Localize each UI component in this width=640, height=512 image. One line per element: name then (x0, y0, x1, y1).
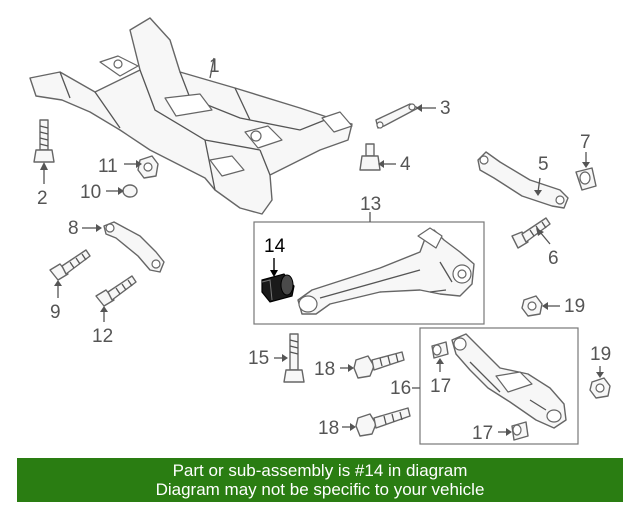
bolt-2 (33, 119, 55, 184)
assembly-box-13 (253, 221, 485, 325)
callout-12: 12 (92, 326, 113, 347)
bolt-18-lower (342, 407, 411, 437)
bushing-14 (261, 258, 295, 303)
bushing-17-upper (431, 341, 449, 372)
callout-15: 15 (248, 348, 269, 369)
callout-19-upper: 19 (564, 296, 585, 317)
callout-16: 16 (390, 378, 411, 399)
banner-line-2: Diagram may not be specific to your vehi… (155, 480, 485, 499)
callout-8: 8 (68, 218, 79, 239)
bolt-15 (274, 333, 305, 383)
callout-4: 4 (400, 154, 411, 175)
callout-6: 6 (548, 248, 559, 269)
bolt-4 (359, 143, 396, 171)
callout-18-upper: 18 (314, 359, 335, 380)
assembly-box-16 (419, 327, 579, 445)
nut-19-upper (521, 295, 560, 317)
callout-9: 9 (50, 302, 61, 323)
bushing-17-lower (498, 421, 529, 441)
callout-3: 3 (440, 98, 451, 119)
callout-17-lower: 17 (472, 423, 493, 444)
trailing-arm-13 (297, 227, 475, 315)
bracket-3 (375, 103, 436, 129)
callout-1: 1 (209, 56, 220, 77)
nut-11 (124, 155, 159, 179)
banner-line-1: Part or sub-assembly is #14 in diagram (172, 461, 468, 480)
bolt-9 (49, 249, 91, 298)
info-banner: Part or sub-assembly is #14 in diagram D… (17, 458, 623, 502)
lower-arm-16 (451, 333, 567, 429)
nut-19-lower (589, 366, 611, 399)
bolt-12 (95, 275, 137, 322)
lower-link-8 (82, 221, 165, 273)
callout-17-upper: 17 (430, 376, 451, 397)
callout-13: 13 (360, 194, 381, 215)
bushing-7 (575, 152, 597, 191)
callout-10: 10 (80, 182, 101, 203)
callout-18-lower: 18 (318, 418, 339, 439)
bolt-18-upper (340, 351, 405, 379)
callout-19-lower: 19 (590, 344, 611, 365)
washer-10 (106, 184, 138, 198)
callout-11: 11 (98, 156, 118, 177)
callout-5: 5 (538, 154, 549, 175)
upper-arm-5 (477, 151, 569, 209)
subframe-crossmember (29, 17, 353, 215)
parts-diagram: 1 2 11 10 3 4 (29, 17, 611, 445)
callout-7: 7 (580, 132, 591, 153)
callout-14: 14 (264, 236, 286, 257)
callout-2: 2 (37, 188, 48, 209)
bolt-6 (511, 217, 551, 249)
